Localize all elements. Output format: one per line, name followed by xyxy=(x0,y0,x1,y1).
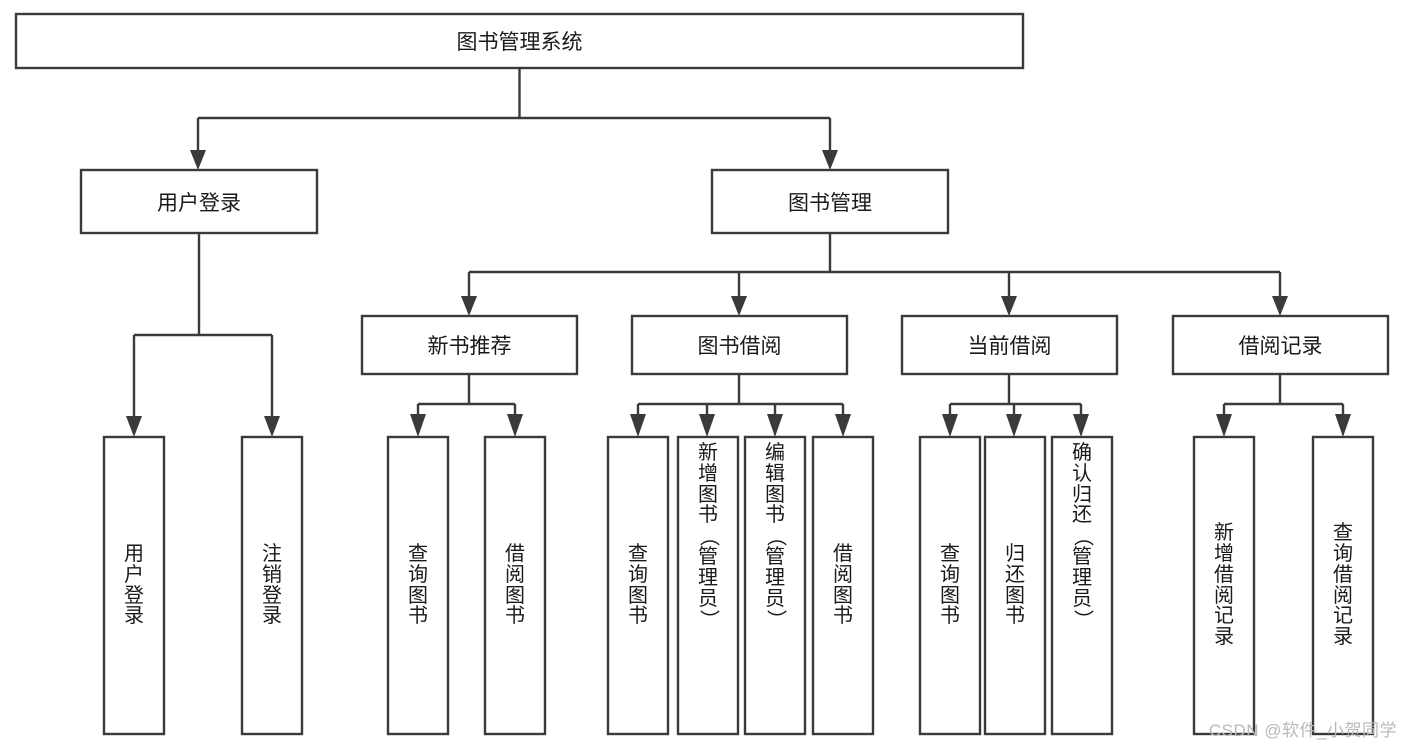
node-box-leaf-borrow-edit[interactable] xyxy=(743,435,807,736)
arrow-ul-to-leaf2 xyxy=(264,416,280,437)
node-label-leaf-cur-confirm: 确认归还（管理员） xyxy=(1071,442,1094,630)
node-label-leaf-borrow-query: 查询图书 xyxy=(628,542,648,628)
node-box-current-borrow[interactable] xyxy=(900,314,1119,376)
arrow-br-to-leaf1 xyxy=(1216,414,1232,437)
node-box-leaf-rec-borrow[interactable] xyxy=(483,435,547,736)
node-box-leaf-borrow-query[interactable] xyxy=(606,435,670,736)
node-label-leaf-rec-query2: 查询借阅记录 xyxy=(1333,522,1353,649)
arrow-root-to-book-manage xyxy=(822,150,838,170)
node-box-borrow-record[interactable] xyxy=(1171,314,1390,376)
arrow-bm-to-borrow-record xyxy=(1272,296,1288,316)
node-label-root: 图书管理系统 xyxy=(456,31,583,54)
node-label-leaf-rec-add: 新增借阅记录 xyxy=(1214,522,1234,649)
arrow-bm-to-current-borrow xyxy=(1001,296,1017,316)
node-label-current-borrow: 当前借阅 xyxy=(967,335,1052,358)
node-label-leaf-rec-borrow: 借阅图书 xyxy=(505,542,525,628)
arrow-cb-to-leaf1 xyxy=(942,414,958,437)
arrow-bb-to-leaf2 xyxy=(699,414,715,437)
node-label-borrow-record: 借阅记录 xyxy=(1238,335,1323,358)
node-label-user-login: 用户登录 xyxy=(157,191,241,215)
node-layer xyxy=(14,12,1390,736)
node-label-leaf-cur-return: 归还图书 xyxy=(1005,542,1025,628)
node-box-leaf-rec-query2[interactable] xyxy=(1311,435,1375,736)
node-box-root[interactable] xyxy=(14,12,1025,70)
node-box-leaf-cur-query[interactable] xyxy=(918,435,982,736)
node-label-leaf-cur-query: 查询图书 xyxy=(940,542,960,628)
arrow-nb-to-leaf2 xyxy=(507,414,523,437)
arrow-nb-to-leaf1 xyxy=(410,414,426,437)
arrow-ul-to-leaf1 xyxy=(126,416,142,437)
node-box-leaf-rec-add[interactable] xyxy=(1192,435,1256,736)
node-box-new-book-rec[interactable] xyxy=(360,314,579,376)
arrow-cb-to-leaf3 xyxy=(1073,414,1089,437)
arrow-root-to-user-login xyxy=(190,150,206,170)
node-box-leaf-rec-query[interactable] xyxy=(386,435,450,736)
node-box-user-login[interactable] xyxy=(79,168,319,235)
node-box-book-borrow[interactable] xyxy=(630,314,849,376)
node-box-book-manage[interactable] xyxy=(710,168,950,235)
arrow-cb-to-leaf2 xyxy=(1006,414,1022,437)
node-label-book-borrow: 图书借阅 xyxy=(697,335,782,358)
node-label-book-manage: 图书管理 xyxy=(788,191,872,215)
connector-layer xyxy=(126,68,1351,437)
arrow-bb-to-leaf1 xyxy=(630,414,646,437)
node-label-leaf-user-logout: 注销登录 xyxy=(262,542,282,628)
node-box-leaf-cur-return[interactable] xyxy=(983,435,1047,736)
arrow-bb-to-leaf4 xyxy=(835,414,851,437)
node-box-leaf-user-login[interactable] xyxy=(102,435,166,736)
node-box-leaf-borrow-add[interactable] xyxy=(676,435,740,736)
node-box-leaf-cur-confirm[interactable] xyxy=(1050,435,1114,736)
arrow-bm-to-book-borrow xyxy=(731,296,747,316)
node-label-leaf-user-login: 用户登录 xyxy=(124,542,144,628)
node-label-new-book-rec: 新书推荐 xyxy=(427,335,512,358)
node-label-leaf-rec-query: 查询图书 xyxy=(408,542,428,628)
node-label-leaf-borrow-edit: 编辑图书（管理员） xyxy=(764,442,787,630)
node-label-leaf-borrow-add: 新增图书（管理员） xyxy=(697,442,720,630)
node-label-leaf-borrow-do: 借阅图书 xyxy=(833,542,853,628)
node-box-leaf-user-logout[interactable] xyxy=(240,435,304,736)
node-box-leaf-borrow-do[interactable] xyxy=(811,435,875,736)
arrow-bm-to-new-book xyxy=(461,296,477,316)
arrow-br-to-leaf2 xyxy=(1335,414,1351,437)
arrow-bb-to-leaf3 xyxy=(767,414,783,437)
